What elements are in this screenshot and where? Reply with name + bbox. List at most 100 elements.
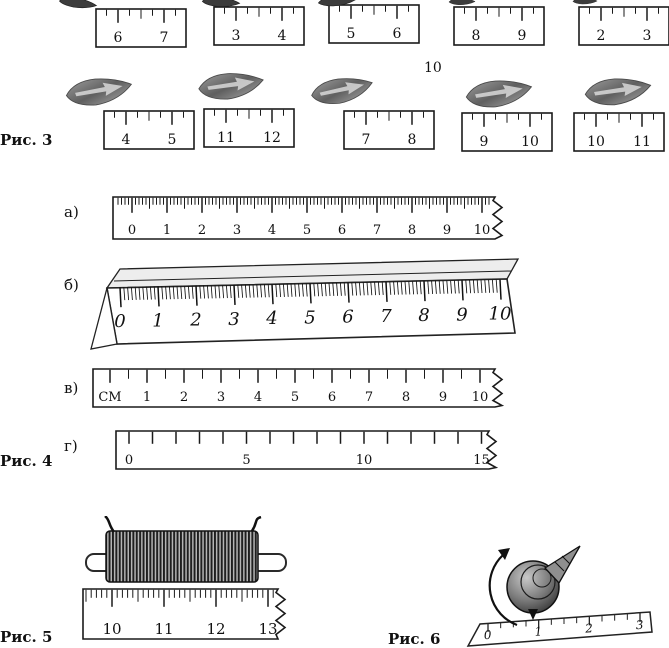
figure-4-caption: Рис. 4 bbox=[0, 452, 53, 470]
svg-text:10: 10 bbox=[472, 390, 489, 405]
ruler-a-label: а) bbox=[64, 203, 79, 221]
svg-text:10: 10 bbox=[521, 134, 539, 150]
fig3-ruler-fragment: 9 10 bbox=[461, 112, 553, 152]
svg-text:2: 2 bbox=[597, 28, 606, 44]
svg-text:3: 3 bbox=[228, 309, 239, 330]
svg-text:2: 2 bbox=[180, 390, 188, 405]
seed-with-arrow bbox=[309, 74, 375, 108]
ruler-a-millimeter: 0 1 2 3 4 5 6 7 8 9 10 bbox=[112, 196, 504, 244]
svg-text:0: 0 bbox=[114, 311, 125, 332]
svg-text:3: 3 bbox=[643, 28, 652, 44]
svg-text:6: 6 bbox=[342, 307, 353, 328]
svg-text:3: 3 bbox=[233, 223, 241, 238]
svg-text:7: 7 bbox=[362, 132, 371, 148]
svg-text:4: 4 bbox=[122, 132, 131, 148]
svg-text:8: 8 bbox=[472, 28, 481, 44]
svg-text:12: 12 bbox=[206, 620, 225, 638]
wire-coil-on-rod bbox=[85, 516, 287, 583]
svg-text:11: 11 bbox=[154, 620, 173, 638]
svg-text:4: 4 bbox=[254, 390, 262, 405]
svg-text:3: 3 bbox=[217, 390, 225, 405]
svg-text:7: 7 bbox=[160, 30, 169, 46]
svg-text:7: 7 bbox=[373, 223, 381, 238]
svg-text:1: 1 bbox=[152, 310, 163, 331]
svg-text:5: 5 bbox=[347, 26, 356, 42]
fig3-ruler-fragment: 11 12 bbox=[203, 108, 295, 148]
seed-blob bbox=[572, 0, 598, 5]
svg-text:8: 8 bbox=[408, 132, 417, 148]
page-number: 10 bbox=[424, 60, 442, 76]
svg-text:8: 8 bbox=[402, 390, 410, 405]
svg-text:7: 7 bbox=[380, 306, 392, 327]
svg-text:6: 6 bbox=[328, 390, 336, 405]
svg-text:5: 5 bbox=[304, 307, 315, 328]
ruler-v-halfcm: СМ 1 2 3 4 5 6 7 8 9 10 bbox=[92, 368, 505, 412]
snail-shell-on-ruler: 0 1 2 3 bbox=[452, 536, 667, 648]
wire-end-right bbox=[250, 516, 262, 532]
svg-text:5: 5 bbox=[168, 132, 177, 148]
seed-with-arrow bbox=[197, 70, 265, 102]
svg-text:9: 9 bbox=[518, 28, 527, 44]
seed-blob bbox=[448, 0, 476, 6]
svg-text:10: 10 bbox=[587, 134, 605, 150]
seed-blob bbox=[201, 0, 241, 9]
svg-text:0: 0 bbox=[483, 628, 492, 643]
svg-text:11: 11 bbox=[217, 130, 235, 146]
ruler-v-label: в) bbox=[64, 379, 79, 397]
svg-text:9: 9 bbox=[480, 134, 489, 150]
figure-6-caption: Рис. 6 bbox=[388, 630, 441, 648]
svg-text:2: 2 bbox=[584, 621, 594, 636]
svg-text:9: 9 bbox=[456, 304, 467, 325]
svg-text:1: 1 bbox=[534, 624, 543, 638]
svg-text:10: 10 bbox=[474, 223, 491, 238]
svg-text:5: 5 bbox=[242, 453, 250, 468]
svg-text:12: 12 bbox=[263, 130, 281, 146]
svg-text:4: 4 bbox=[268, 223, 276, 238]
svg-text:6: 6 bbox=[338, 223, 346, 238]
coil-winding bbox=[105, 530, 259, 583]
wire-end-left bbox=[104, 516, 116, 533]
svg-text:3: 3 bbox=[232, 28, 241, 44]
ruler-b-label: б) bbox=[64, 276, 79, 294]
svg-text:10: 10 bbox=[489, 304, 512, 325]
svg-text:8: 8 bbox=[408, 223, 416, 238]
svg-text:СМ: СМ bbox=[98, 390, 121, 405]
svg-text:2: 2 bbox=[198, 223, 206, 238]
svg-text:9: 9 bbox=[439, 390, 447, 405]
svg-text:8: 8 bbox=[418, 305, 429, 326]
svg-text:5: 5 bbox=[291, 390, 299, 405]
ruler-g-label: г) bbox=[64, 437, 78, 455]
svg-text:6: 6 bbox=[393, 26, 402, 42]
svg-text:6: 6 bbox=[114, 30, 123, 46]
seed-with-arrow bbox=[583, 76, 653, 108]
svg-text:1: 1 bbox=[163, 223, 171, 238]
svg-text:3: 3 bbox=[635, 618, 644, 633]
figure-5-caption: Рис. 5 bbox=[0, 628, 53, 646]
fig3-ruler-fragment: 10 11 bbox=[573, 112, 665, 152]
seed-with-arrow bbox=[464, 77, 534, 110]
svg-text:10: 10 bbox=[356, 453, 373, 468]
svg-text:7: 7 bbox=[365, 390, 373, 405]
svg-text:2: 2 bbox=[189, 310, 201, 331]
svg-text:0: 0 bbox=[125, 453, 133, 468]
svg-text:11: 11 bbox=[633, 134, 651, 150]
figure-3-caption: Рис. 3 bbox=[0, 131, 53, 149]
svg-text:10: 10 bbox=[102, 620, 121, 638]
svg-text:4: 4 bbox=[278, 28, 287, 44]
svg-text:1: 1 bbox=[143, 390, 151, 405]
svg-text:5: 5 bbox=[303, 223, 311, 238]
svg-text:9: 9 bbox=[443, 223, 451, 238]
seed-blob bbox=[58, 0, 98, 11]
svg-text:0: 0 bbox=[128, 223, 136, 238]
